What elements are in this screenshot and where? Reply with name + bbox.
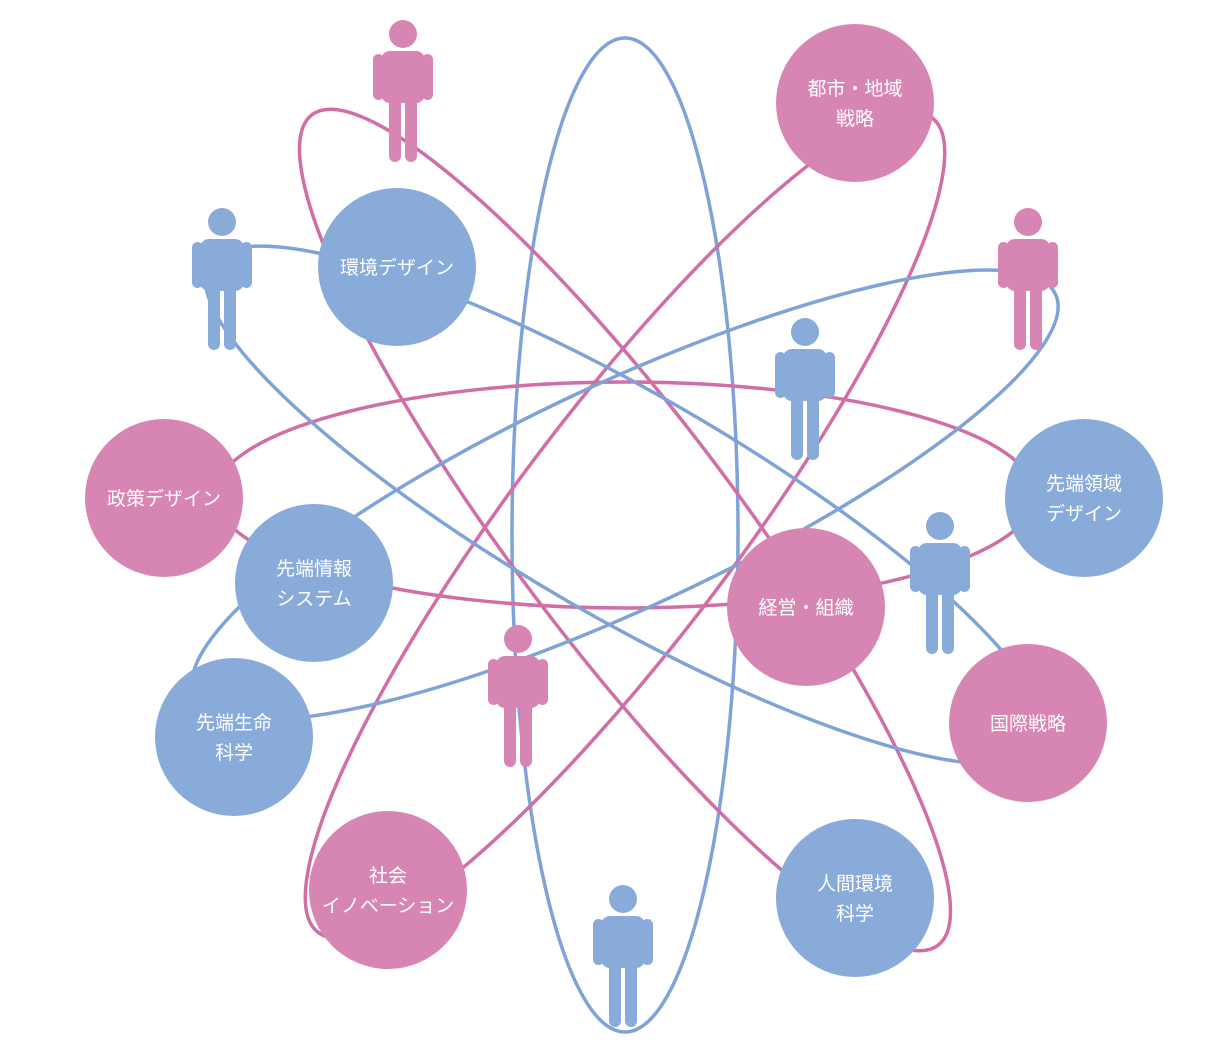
person-icon <box>775 318 835 460</box>
node-label: 国際戦略 <box>990 713 1066 735</box>
node-kokusai: 国際戦略 <box>949 644 1107 802</box>
node-kankyo: 環境デザイン <box>318 188 476 346</box>
node-label: 都市・地域 <box>807 78 902 100</box>
person-icon <box>373 20 433 162</box>
node-label: 人間環境 <box>817 873 893 895</box>
person-icon <box>593 885 653 1027</box>
node-label: 科学 <box>836 903 874 925</box>
node-label: 戦略 <box>836 108 874 130</box>
person-icon <box>488 625 548 767</box>
node-label: 政策デザイン <box>107 488 221 510</box>
orbit-pink-diag-b <box>297 107 953 953</box>
node-label: 先端生命 <box>196 712 272 734</box>
node-label: 先端領域 <box>1046 473 1122 495</box>
node-label: 社会 <box>369 865 407 887</box>
node-label: 科学 <box>215 742 253 764</box>
node-label: 経営・組織 <box>758 597 853 619</box>
node-label: 先端情報 <box>276 558 352 580</box>
person-icon <box>192 208 252 350</box>
node-seisaku: 政策デザイン <box>85 419 243 577</box>
node-label: デザイン <box>1046 503 1122 525</box>
node-label: イノベーション <box>322 895 455 917</box>
node-keiei: 経営・組織 <box>727 528 885 686</box>
person-icon <box>910 512 970 654</box>
person-icon <box>998 208 1058 350</box>
node-label: システム <box>276 588 351 610</box>
orbit-vertical <box>510 36 740 1034</box>
people <box>192 20 1058 1027</box>
node-label: 環境デザイン <box>340 257 454 279</box>
field-nodes: 都市・地域戦略環境デザイン政策デザイン先端情報システム先端生命科学社会イノベーシ… <box>85 24 1163 977</box>
